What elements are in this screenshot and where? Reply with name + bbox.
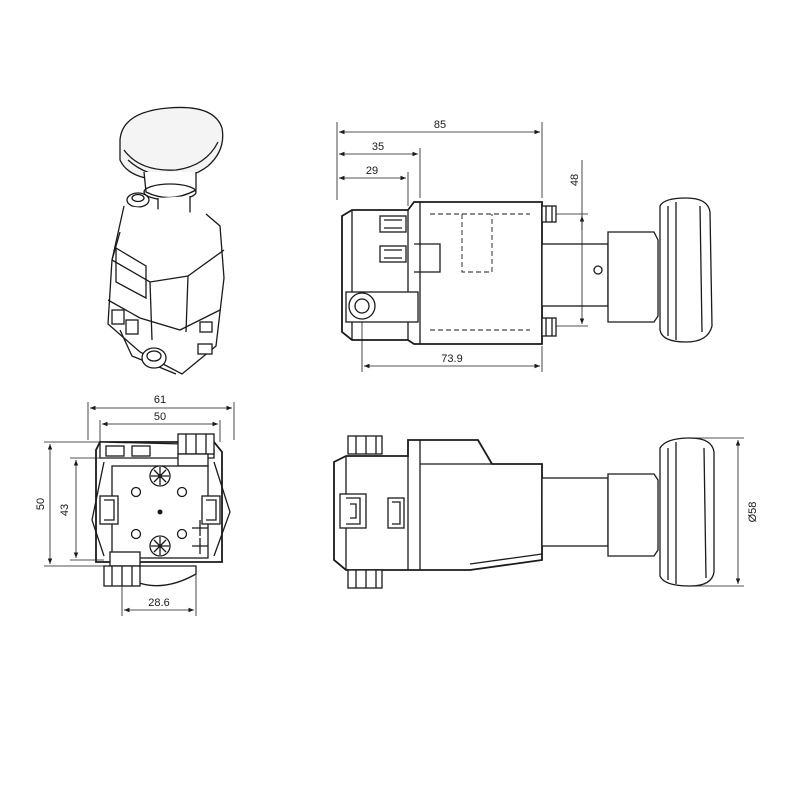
dim-29-label: 29 (366, 165, 378, 177)
dim-diameter-58-label: Ø58 (747, 502, 759, 523)
end-view-dimensions: 61 50 50 43 28.6 (35, 394, 235, 616)
dim-85-label: 85 (434, 119, 446, 131)
end-view (91, 433, 231, 587)
dim-28-6-label: 28.6 (148, 597, 169, 609)
dim-50-height-label: 50 (35, 498, 47, 510)
dim-35-label: 35 (372, 141, 384, 153)
dim-61-label: 61 (154, 394, 166, 406)
top-view (341, 197, 713, 345)
dim-48-label: 48 (569, 174, 581, 186)
isometric-view (107, 106, 225, 375)
dim-73-9-label: 73.9 (441, 353, 462, 365)
side-view (333, 435, 715, 589)
top-view-dimensions: 85 35 29 73.9 48 (336, 119, 588, 372)
dim-43-label: 43 (59, 504, 71, 516)
dim-50-width-label: 50 (154, 411, 166, 423)
side-view-dimensions: Ø58 (690, 437, 759, 587)
